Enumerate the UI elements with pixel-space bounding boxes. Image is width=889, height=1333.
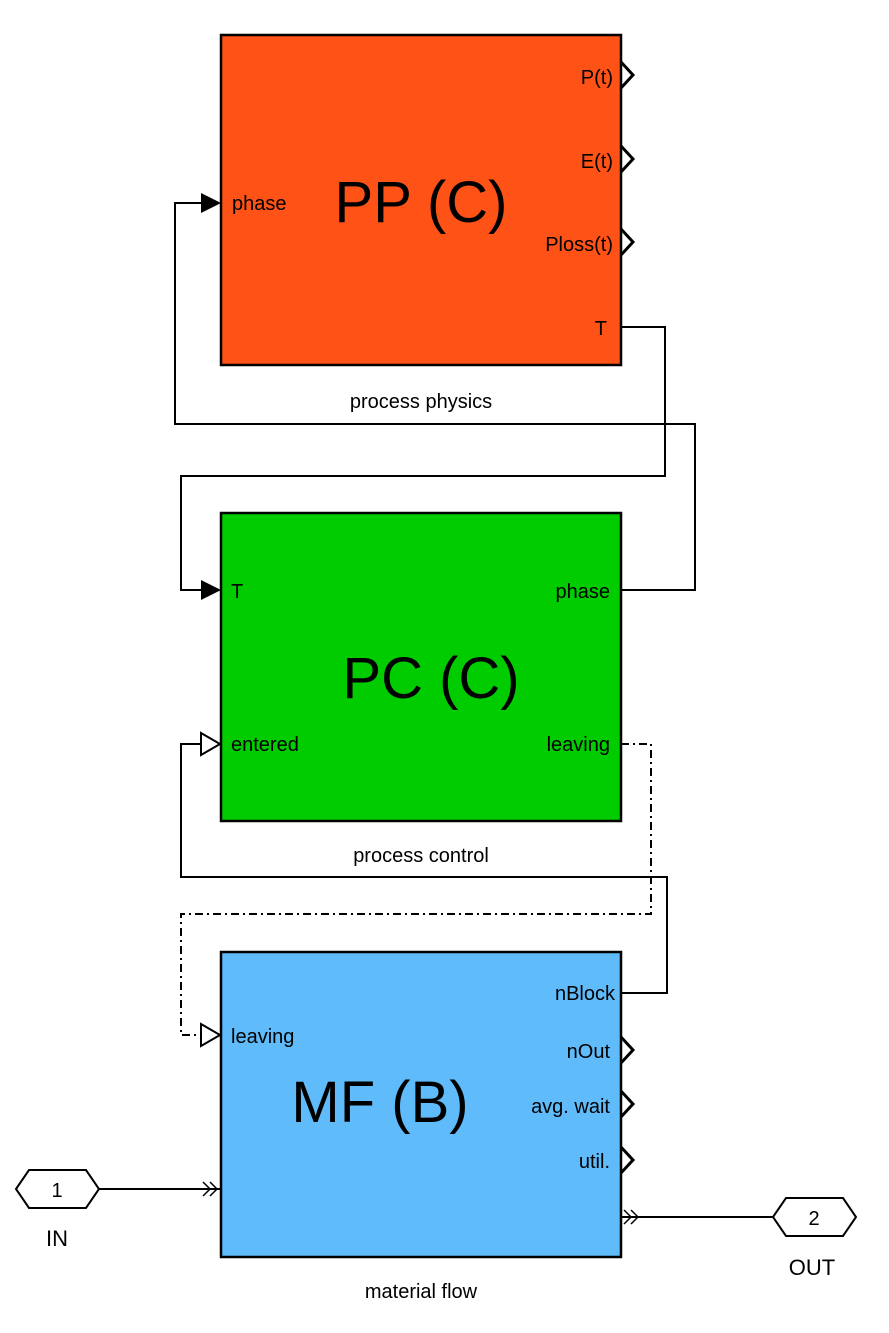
port-label-mf-nout: nOut	[567, 1041, 611, 1063]
block-pc-body[interactable]	[219, 511, 623, 823]
inport-arrow-icon	[201, 580, 221, 600]
block-mf-body[interactable]	[219, 950, 623, 1259]
block-pc-title: PC (C)	[342, 646, 519, 711]
outport-chevron-icon	[619, 1089, 636, 1119]
port-label-pc-phase: phase	[556, 581, 611, 603]
signal-line-pp-t-to-pc-t[interactable]	[180, 326, 666, 591]
entity-outport-icon	[623, 1209, 640, 1225]
port-label-mf-util: util.	[579, 1151, 610, 1173]
port-label-mf-nblock: nBlock	[555, 983, 616, 1005]
inport-hexagon[interactable]	[14, 1169, 101, 1209]
event-line-pc-leaving-to-mf-leaving[interactable]	[180, 743, 652, 1036]
outport-label: OUT	[789, 1255, 835, 1280]
outport-block-out[interactable]: 2 OUT	[771, 1197, 858, 1280]
inport-block-in[interactable]: 1 IN	[14, 1169, 101, 1251]
port-label-pp-t: T	[595, 318, 607, 340]
event-inport-arrow-icon	[200, 731, 222, 757]
block-mf-title: MF (B)	[291, 1070, 468, 1135]
signal-line-mf-nblock-to-pc-entered[interactable]	[180, 743, 668, 994]
outport-number: 2	[808, 1208, 819, 1230]
inport-number: 1	[51, 1180, 62, 1202]
outport-chevron-icon	[619, 227, 636, 257]
port-label-pp-ploss: Ploss(t)	[545, 234, 613, 256]
port-label-pp-p: P(t)	[581, 67, 613, 89]
inport-label: IN	[46, 1226, 68, 1251]
block-mf-caption: material flow	[365, 1281, 478, 1303]
block-pc[interactable]: PC (C) T entered phase leaving process c…	[219, 511, 623, 867]
outport-chevron-icon	[619, 144, 636, 174]
outport-chevron-icon	[619, 1035, 636, 1065]
port-label-pp-phase: phase	[232, 193, 287, 215]
port-label-mf-avg-wait: avg. wait	[531, 1096, 610, 1118]
port-label-pc-entered: entered	[231, 734, 299, 756]
block-pp-title: PP (C)	[335, 170, 508, 235]
inport-arrow-icon	[201, 193, 221, 213]
port-label-pc-leaving: leaving	[547, 734, 610, 756]
block-pp-body[interactable]	[219, 33, 623, 367]
outport-chevron-icon	[619, 60, 636, 90]
port-label-pp-e: E(t)	[581, 151, 613, 173]
signal-line-pc-phase-to-pp-phase[interactable]	[174, 202, 696, 591]
port-label-mf-leaving: leaving	[231, 1026, 294, 1048]
entity-inport-icon	[202, 1181, 219, 1197]
outport-hexagon[interactable]	[771, 1197, 858, 1237]
block-pc-caption: process control	[353, 845, 489, 867]
event-inport-arrow-icon	[200, 1022, 222, 1048]
block-pp-caption: process physics	[350, 391, 492, 413]
block-mf[interactable]: MF (B) leaving nBlock nOut avg. wait uti…	[219, 950, 623, 1303]
block-pp[interactable]: PP (C) phase P(t) E(t) Ploss(t) T proces…	[219, 33, 623, 413]
outport-chevron-icon	[619, 1145, 636, 1175]
port-label-pc-t: T	[231, 581, 243, 603]
